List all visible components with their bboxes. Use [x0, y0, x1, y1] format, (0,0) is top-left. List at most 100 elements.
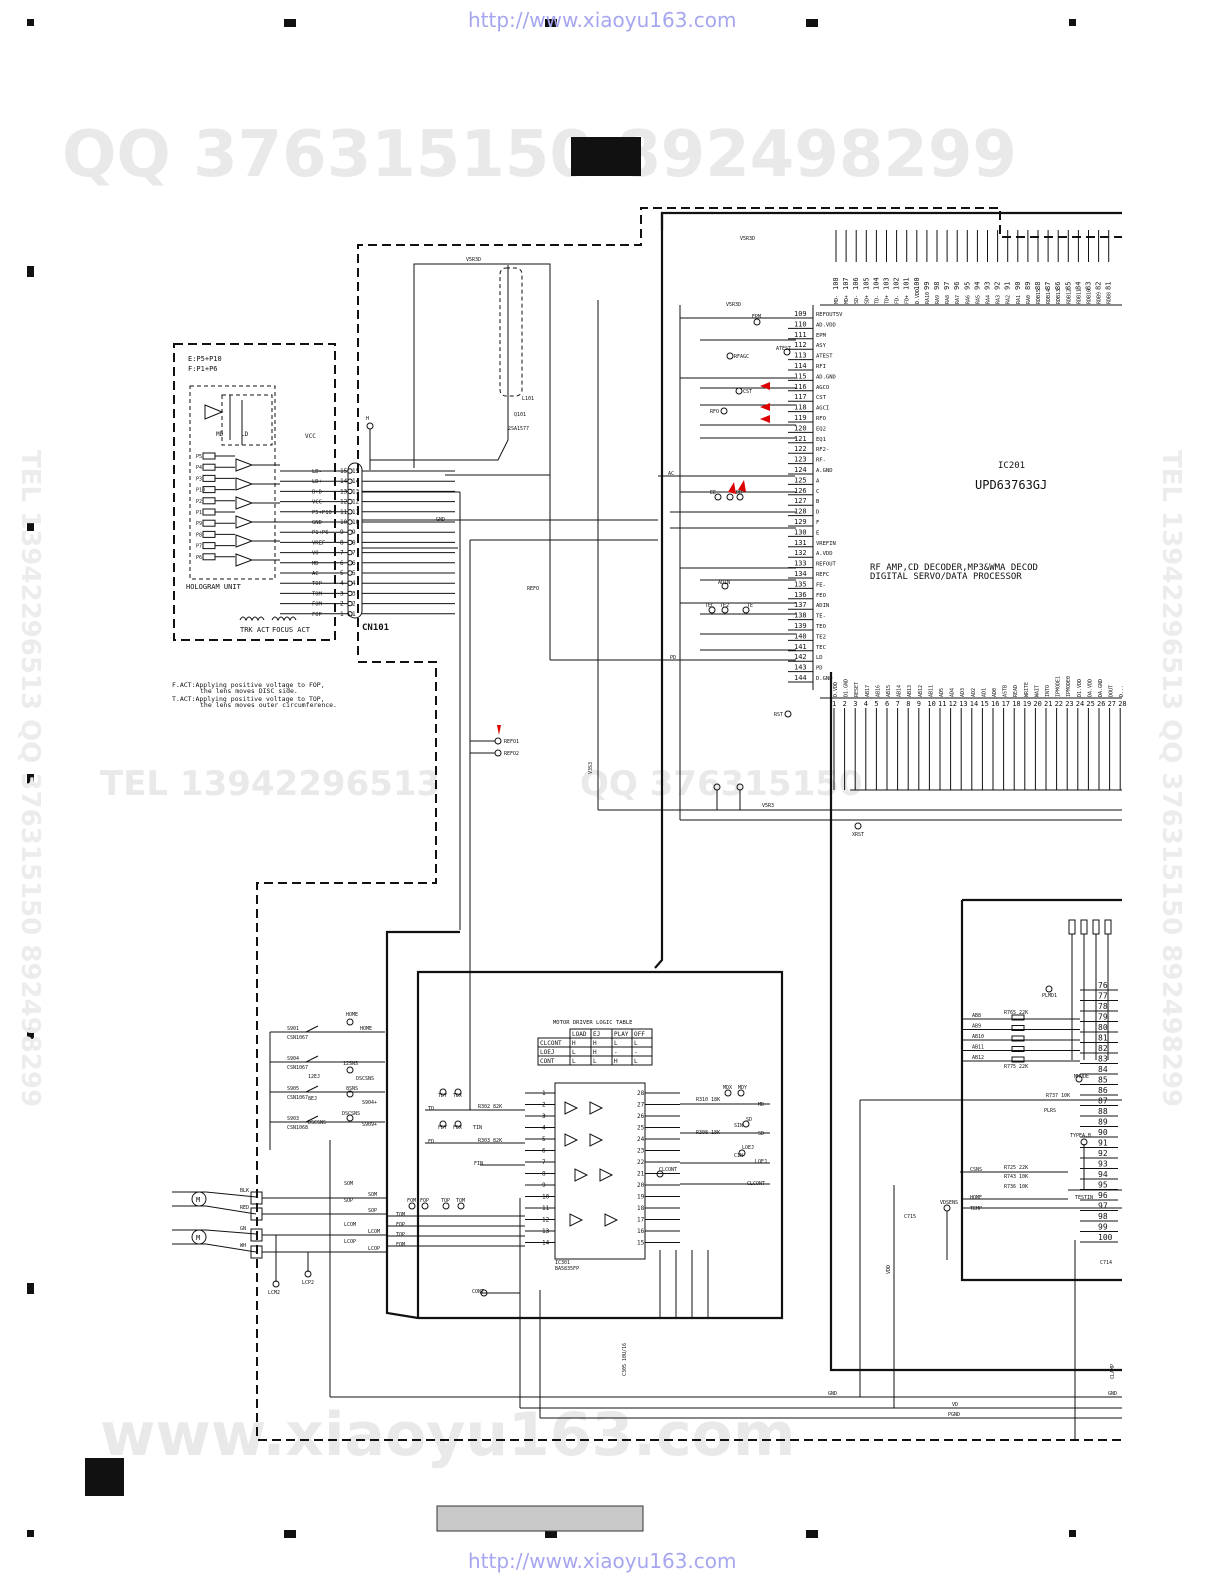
- cn101-pin-dot: [347, 519, 353, 525]
- ic201-top-pin-num: 102: [893, 277, 901, 290]
- ic201-top-pin-name: RDB12: [1066, 289, 1072, 304]
- wire-blk: BLK: [240, 1188, 249, 1194]
- ic201-bottom-pin-name: INTO: [1045, 685, 1051, 697]
- switch-ref: S903: [287, 1116, 299, 1122]
- switch-part: CSN1067: [287, 1065, 308, 1071]
- net-refo-label: REFO: [527, 586, 539, 592]
- md-label: MD: [216, 431, 224, 438]
- ic201-pin-num: 126: [794, 487, 807, 495]
- table-cell-text: H: [593, 1040, 597, 1047]
- xrst-label: XRST: [852, 832, 864, 838]
- focus-coil-icon: [271, 616, 297, 622]
- fop-net-label: FOP: [396, 1222, 405, 1228]
- ic201-top-pin-num: 108: [832, 277, 840, 290]
- ic201-pin-name: PD: [816, 666, 823, 672]
- ic201-pin-name: FEO: [816, 593, 826, 599]
- table-cell-text: L: [634, 1058, 638, 1065]
- ic201-bottom-pin-name: WRITE: [1024, 682, 1030, 697]
- note-tact-2: the lens moves outer circumference.: [200, 701, 337, 709]
- switch-contact-icon: [305, 1085, 319, 1093]
- fdy-label: FDY: [438, 1125, 447, 1131]
- ic201-top-pin-name: SD-: [854, 295, 860, 304]
- ic201-top-pins: 108MD-107MD+106SD-105SD+104TD-103TD+102F…: [820, 230, 1122, 306]
- ic201-bottom-pin-num: 17: [1002, 700, 1010, 708]
- cn101-pin-right: 5: [352, 570, 356, 577]
- ic201-pin-name: C: [816, 489, 819, 495]
- cn101-signal: AC: [312, 571, 319, 577]
- loej-test-label: LOEJ: [742, 1145, 754, 1151]
- ic301-ref: IC301: [555, 1260, 570, 1266]
- dsp-pin-num: 94: [1098, 1170, 1108, 1179]
- ic301-opamp-icon: [599, 1168, 614, 1182]
- cn101-pin-right: 6: [352, 560, 356, 567]
- plmd1-label: PLMD1: [1042, 993, 1057, 999]
- ic201-bottom-pin-name: READ: [1013, 685, 1019, 697]
- ic201-pin-name: AGCI: [816, 406, 829, 412]
- clamp-label: CLAMP: [1110, 1364, 1116, 1379]
- ic201-top-pin-num: 85: [1064, 282, 1072, 290]
- switch-net-label: 12EJ: [308, 1074, 320, 1080]
- tdx-label: TDX: [453, 1093, 462, 1099]
- ic201-pin-num: 143: [794, 664, 807, 672]
- cn101-pin-right: 11: [352, 509, 360, 516]
- ic201-top-pin-name: FD-: [895, 295, 901, 304]
- dsp-pin-num: 84: [1098, 1065, 1108, 1074]
- fop-test-label: FOP: [420, 1198, 429, 1204]
- dsp-ab-label: AB12: [972, 1055, 984, 1061]
- switch-ref: S905: [287, 1086, 299, 1092]
- ic201-pin-name: ATEST: [816, 354, 833, 360]
- ic301-opamp-icon: [589, 1101, 604, 1115]
- vdsens-label: VDSENS: [940, 1200, 958, 1206]
- cont-label: CONT: [472, 1289, 484, 1295]
- ic201-bottom-pin-name: ASTB: [1003, 685, 1009, 697]
- tec-label: TEC: [705, 603, 714, 609]
- ic201-pin-name: TEC: [816, 645, 826, 651]
- header-url[interactable]: http://www.xiaoyu163.com: [468, 8, 737, 32]
- ic201-top-pin-name: FD+: [905, 295, 911, 304]
- sd-test-label: SD: [746, 1117, 752, 1123]
- ic201-top-pin-num: 105: [862, 277, 870, 290]
- r310-label: R310 18K: [696, 1097, 720, 1103]
- note-fact-2: the lens moves DISC side.: [200, 687, 298, 695]
- ic201-top-pin-name: RA9: [935, 295, 941, 304]
- switch-net-label: DSCSNS: [356, 1076, 374, 1082]
- r743-label: R743 10K: [1004, 1174, 1028, 1180]
- c714-label: C714: [1100, 1260, 1112, 1266]
- dsp-pin-num: 81: [1098, 1034, 1108, 1043]
- ic201-bottom-pin-num: 19: [1023, 700, 1031, 708]
- ic201-top-pin-num: 86: [1054, 282, 1062, 290]
- c715-label: C715: [904, 1214, 916, 1220]
- ic201-bottom-pin-num: 26: [1097, 700, 1105, 708]
- ic201-bottom-pin-num: 21: [1044, 700, 1052, 708]
- ic201-pin-num: 112: [794, 341, 807, 349]
- table-cell-text: CONT: [540, 1058, 555, 1065]
- ic201-bottom-pin-name: AB11: [928, 685, 934, 697]
- switch-net-label: 8EJ: [308, 1096, 317, 1102]
- opamp-icon: [235, 458, 254, 472]
- ic201-top-pin-num: 93: [984, 282, 992, 290]
- dsp-pin-num: 76: [1098, 981, 1108, 990]
- switch-net-label: 12SNS: [343, 1061, 358, 1067]
- dsp-pin-num: 95: [1098, 1181, 1108, 1190]
- probe-arrow-rfo-icon: [760, 415, 770, 423]
- cn101-pin-right: 2: [352, 601, 356, 608]
- footer-url[interactable]: http://www.xiaoyu163.com: [468, 1549, 737, 1573]
- ic301-opamp-icon: [564, 1133, 579, 1147]
- v3s3-label: V3S3: [588, 762, 594, 774]
- r725-label: R725 22K: [1004, 1165, 1028, 1171]
- watermark-vertical-left: TEL 13942296513 QQ 376315150 892498299: [15, 450, 45, 1107]
- cn101-signal: LD+: [312, 479, 323, 485]
- motor-connectors: M M BLK RED GN WH SOM SOP LCOM LCOP SOM …: [172, 1181, 386, 1296]
- ic201-top-pin-num: 95: [963, 282, 971, 290]
- ic201-pin-name: B: [816, 499, 820, 505]
- ic201-bottom-pin-name: AD3: [960, 688, 966, 697]
- test-point-icon: [457, 1202, 465, 1210]
- ic201-bottom-pin-num: 20: [1033, 700, 1041, 708]
- pd-label: P4: [196, 465, 202, 471]
- cn101-body: [347, 462, 363, 619]
- table-cell-text: L: [634, 1040, 638, 1047]
- cn101-pin-right: 10: [352, 519, 360, 526]
